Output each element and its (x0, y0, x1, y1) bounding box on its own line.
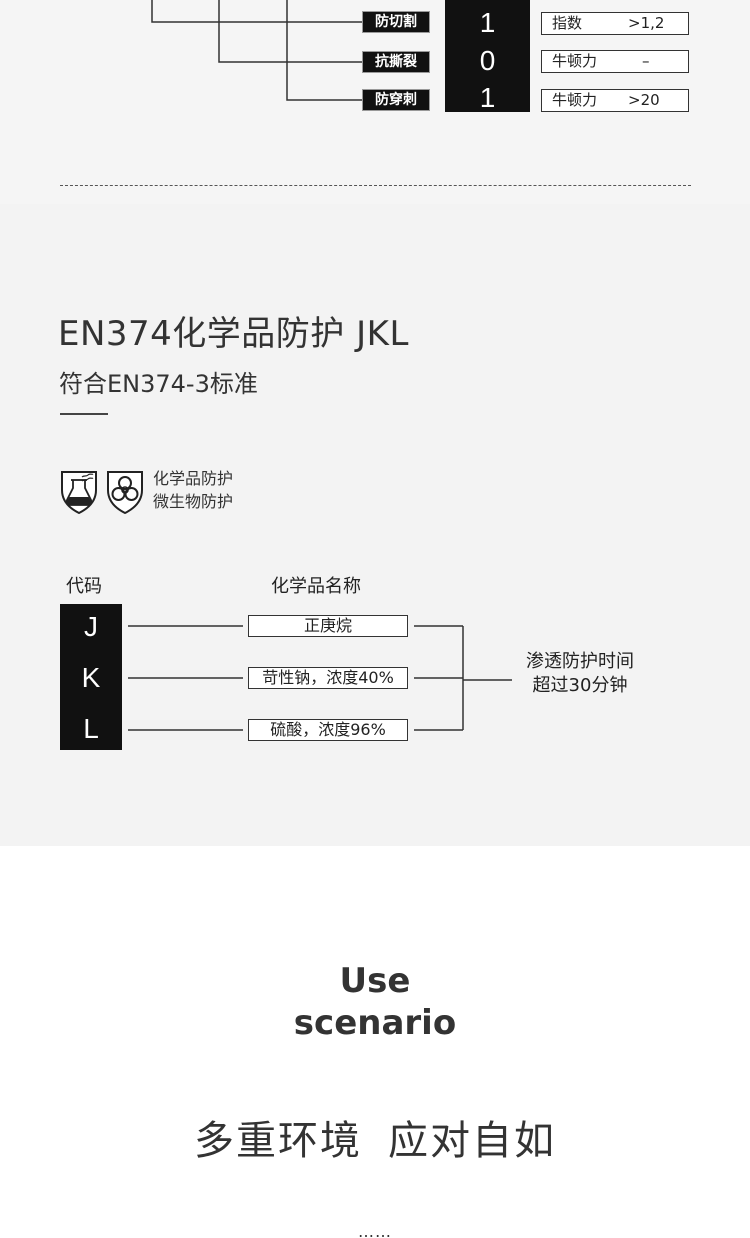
tag-puncture-resistance: 防穿刺 (362, 89, 430, 111)
chemical-box-heptane: 正庚烷 (248, 615, 408, 637)
code-digit-tear: 0 (479, 45, 496, 76)
chemical-flask-shield-icon (61, 471, 97, 514)
tag-tear-resistance: 抗撕裂 (362, 51, 430, 73)
value-number: – (642, 52, 650, 70)
code-letter-k: K (81, 662, 101, 693)
value-unit: 牛顿力 (552, 52, 598, 70)
code-letter-l: L (83, 713, 99, 744)
chemical-title: EN374化学品防护 JKL (58, 314, 409, 354)
value-number: >1,2 (628, 14, 665, 32)
code-digit-puncture: 1 (479, 82, 496, 113)
value-box-cut: 指数 >1,2 (541, 12, 689, 35)
continue-dots: …… (358, 1222, 392, 1238)
value-box-puncture: 牛顿力 >20 (541, 89, 689, 112)
icon-label-microbial: 微生物防护 (153, 492, 234, 511)
slogan-left: 多重环境 (194, 1118, 362, 1164)
result-line-1: 渗透防护时间 (526, 651, 634, 672)
code-digit-cut: 1 (479, 7, 496, 38)
value-unit: 牛顿力 (552, 91, 598, 109)
chemical-box-caustic-soda: 苛性钠，浓度40% (248, 667, 408, 689)
jkl-code-column (60, 604, 122, 750)
code-column-header: 代码 (66, 576, 102, 597)
section-divider (60, 185, 691, 186)
value-box-tear: 牛顿力 – (541, 50, 689, 73)
tag-cut-resistance: 防切割 (362, 11, 430, 33)
title-underline (60, 413, 108, 415)
chemical-subtitle: 符合EN374-3标准 (59, 370, 258, 398)
value-number: >20 (628, 91, 660, 109)
result-line-2: 超过30分钟 (532, 675, 628, 696)
performance-code-column (445, 0, 530, 112)
use-scenario-title-line-2: scenario (293, 1003, 457, 1043)
biohazard-shield-icon (107, 471, 143, 514)
code-letter-j: J (84, 611, 98, 642)
chemical-box-sulfuric-acid: 硫酸，浓度96% (248, 719, 408, 741)
value-unit: 指数 (552, 14, 583, 32)
use-scenario-section (0, 846, 750, 1238)
use-scenario-title-line-1: Use (339, 961, 411, 1001)
permeation-result: 渗透防护时间 超过30分钟 (510, 650, 650, 698)
use-scenario-slogan: 多重环境应对自如 (0, 1108, 750, 1166)
icon-label-chemical: 化学品防护 (153, 469, 234, 488)
chemical-column-header: 化学品名称 (271, 576, 361, 597)
slogan-right: 应对自如 (388, 1118, 556, 1164)
